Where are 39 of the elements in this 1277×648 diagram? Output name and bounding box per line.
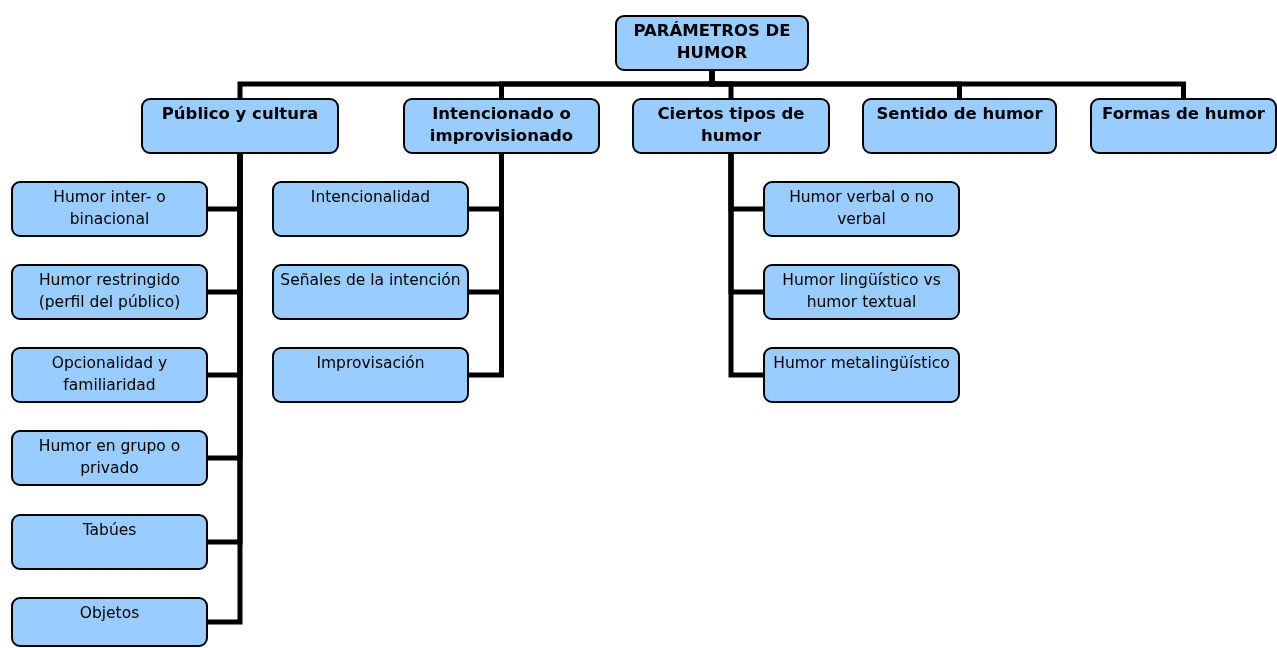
- box-label: Intencionalidad: [310, 187, 431, 208]
- box-label: Objetos: [79, 603, 140, 624]
- box-label: Improvisación: [316, 353, 425, 374]
- box-label: PARÁMETROS DE HUMOR: [632, 20, 792, 64]
- category-box: [403, 98, 600, 154]
- category-box: [632, 98, 830, 154]
- box-label: Intencionado o improvisionado: [428, 103, 575, 147]
- category-box: [11, 514, 208, 570]
- connector-line: [208, 154, 243, 625]
- box-label: Humor en grupo o privado: [37, 436, 182, 479]
- box-label: Señales de la intención: [280, 270, 461, 291]
- category-box: [11, 430, 208, 486]
- category-box: [11, 181, 208, 237]
- category-box: [11, 347, 208, 403]
- category-box: [272, 347, 469, 403]
- box-label: Humor restringido (perfil del público): [37, 270, 182, 313]
- category-box: [862, 98, 1057, 154]
- category-box: [11, 264, 208, 320]
- category-box: [272, 264, 469, 320]
- box-label: Humor metalingüístico: [773, 353, 950, 374]
- connector-line: [728, 154, 763, 378]
- box-label: Sentido de humor: [876, 103, 1043, 125]
- category-box: [763, 264, 960, 320]
- category-box: [141, 98, 339, 154]
- box-label: Público y cultura: [161, 103, 319, 125]
- category-box: [763, 181, 960, 237]
- category-box: [615, 15, 809, 71]
- box-label: Humor lingüístico vs humor textual: [781, 270, 942, 313]
- box-label: Ciertos tipos de humor: [656, 103, 806, 147]
- category-box: [763, 347, 960, 403]
- connector-line: [709, 71, 1186, 98]
- category-box: [11, 597, 208, 647]
- category-box: [1090, 98, 1277, 154]
- category-box: [272, 181, 469, 237]
- box-label: Tabúes: [82, 520, 137, 541]
- box-label: Formas de humor: [1102, 103, 1265, 125]
- box-label: Humor verbal o no verbal: [788, 187, 935, 230]
- box-label: Humor inter- o binacional: [52, 187, 167, 230]
- box-label: Opcionalidad y familiaridad: [50, 353, 169, 396]
